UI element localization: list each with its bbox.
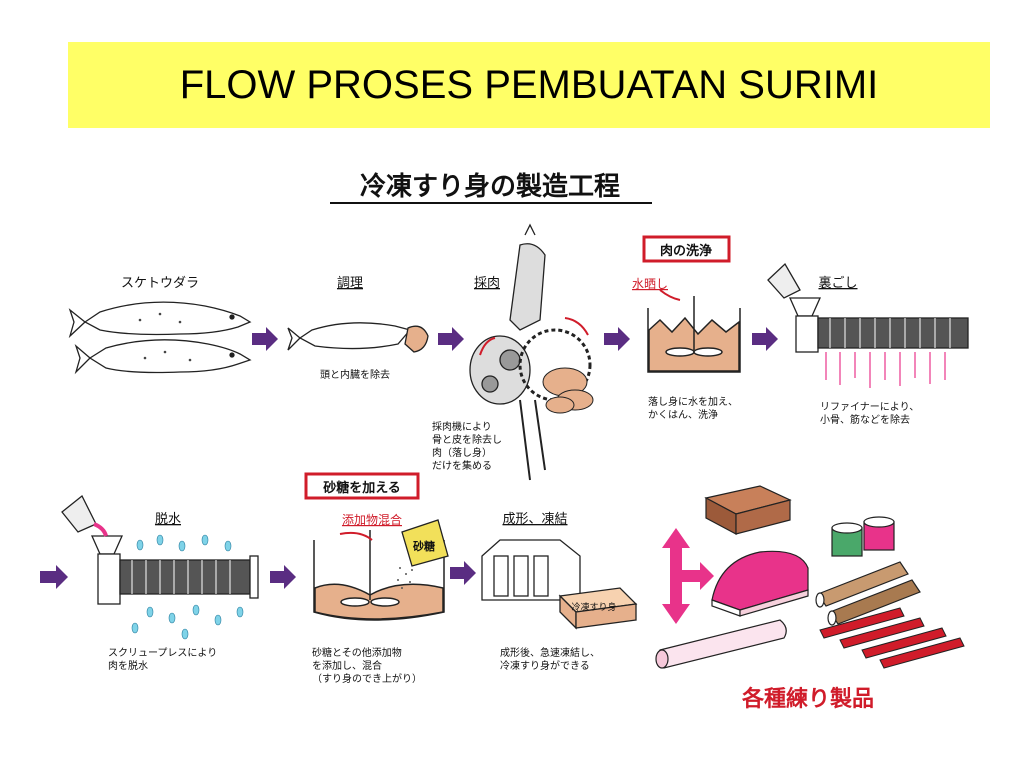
product-crab-sticks (819, 607, 965, 669)
step-label-refining: 裏ごし (818, 275, 857, 291)
frozen-block-label: 冷凍すり身 (571, 601, 616, 613)
flow-arrow-2 (438, 327, 464, 351)
refiner-mesh (829, 318, 951, 348)
freezer-machine (481, 539, 581, 601)
step-note-dewatering: スクリュープレスにより 肉を脱水 (108, 647, 217, 672)
wash-water-arrow (659, 289, 681, 301)
step-label-washing: 水晒し (632, 277, 668, 291)
flow-arrow-6 (270, 565, 296, 589)
refiner-machine (767, 262, 969, 353)
additive-arrow (339, 531, 373, 541)
flow-arrow-7 (450, 561, 476, 585)
step-label-dewatering: 脱水 (155, 512, 181, 527)
meat-separator-machine (469, 223, 592, 481)
pollock-fish-spots (138, 312, 192, 362)
svg-text:骨と皮を除去し: 骨と皮を除去し (432, 433, 502, 446)
svg-text:落し身に水を加え、: 落し身に水を加え、 (648, 395, 738, 408)
wash-box (642, 235, 731, 263)
product-naruto-rolls (831, 516, 895, 557)
flow-arrow-4 (752, 327, 778, 351)
svg-text:成形後、急速凍結し、: 成形後、急速凍結し、 (500, 646, 600, 659)
mixing-tank (313, 530, 445, 621)
wash-box-label: 肉の洗浄 (660, 243, 712, 259)
step-note-separation: 採肉機により 骨と皮を除去し 肉（落し身） だけを集める (432, 420, 502, 472)
step-label-separation: 採肉 (474, 276, 500, 291)
sugar-box-label: 砂糖を加える (322, 480, 401, 496)
step-note-washing: 落し身に水を加え、 かくはん、洗浄 (648, 395, 738, 421)
screw-press-mesh (131, 560, 231, 594)
svg-text:かくはん、洗浄: かくはん、洗浄 (648, 408, 718, 421)
water-drops (131, 534, 244, 640)
svg-text:砂糖とその他添加物: 砂糖とその他添加物 (312, 646, 402, 659)
svg-text:リファイナーにより、: リファイナーにより、 (820, 401, 919, 413)
rotation-arrow-left (479, 337, 496, 356)
rotation-arrow-right (564, 317, 589, 336)
product-chikuwa-sticks (815, 561, 921, 626)
svg-text:肉（落し身）: 肉（落し身） (432, 446, 492, 459)
step-note-freezing: 成形後、急速凍結し、 冷凍すり身ができる (500, 646, 600, 672)
svg-text:採肉機により: 採肉機により (432, 420, 492, 433)
frozen-surimi-block (558, 587, 638, 630)
sugar-box (304, 472, 420, 500)
branch-arrow (662, 528, 714, 624)
diagram-heading: 冷凍すり身の製造工程 (360, 171, 620, 202)
dewater-pour-stream (93, 522, 108, 537)
slide-title: FLOW PROSES PEMBUATAN SURIMI (179, 62, 879, 107)
minced-meat-pile (542, 367, 594, 414)
svg-text:（すり身のでき上がり）: （すり身のでき上がり） (312, 672, 422, 685)
sugar-powder-dots (397, 567, 413, 589)
refiner-output-strands (825, 352, 946, 388)
product-pink-tube (655, 619, 787, 669)
sugar-bag-icon (401, 519, 449, 567)
step-label-pollock: スケトウダラ (121, 276, 199, 291)
dressed-fish-icon (287, 322, 429, 353)
svg-text:小骨、筋などを除去: 小骨、筋などを除去 (820, 413, 910, 426)
product-chikuwa-block (704, 485, 792, 535)
step-label-mixing: 添加物混合 (342, 512, 402, 527)
step-label-dressing: 調理 (337, 276, 363, 291)
flow-arrow-1 (252, 327, 278, 351)
step-note-dressing: 頭と内臓を除去 (320, 368, 390, 381)
washing-tank (647, 296, 741, 373)
flow-arrow-5 (40, 565, 68, 589)
step-label-freezing: 成形、凍結 (502, 511, 567, 527)
products-label: 各種練り製品 (741, 686, 874, 712)
sugar-bag-label: 砂糖 (413, 539, 435, 553)
svg-text:だけを集める: だけを集める (432, 459, 492, 472)
step-note-refining: リファイナーにより、 小骨、筋などを除去 (820, 401, 919, 426)
svg-text:肉を脱水: 肉を脱水 (108, 659, 148, 672)
flow-arrow-3 (604, 327, 630, 351)
svg-text:を添加し、混合: を添加し、混合 (312, 659, 382, 672)
svg-text:冷凍すり身ができる: 冷凍すり身ができる (500, 659, 590, 672)
svg-text:スクリュープレスにより: スクリュープレスにより (108, 647, 217, 659)
screw-press-machine (61, 494, 259, 605)
title-banner: FLOW PROSES PEMBUATAN SURIMI (68, 42, 990, 128)
pollock-fish-icon (68, 301, 252, 375)
product-kamaboko (711, 550, 809, 617)
step-note-mixing: 砂糖とその他添加物 を添加し、混合 （すり身のでき上がり） (312, 646, 422, 685)
